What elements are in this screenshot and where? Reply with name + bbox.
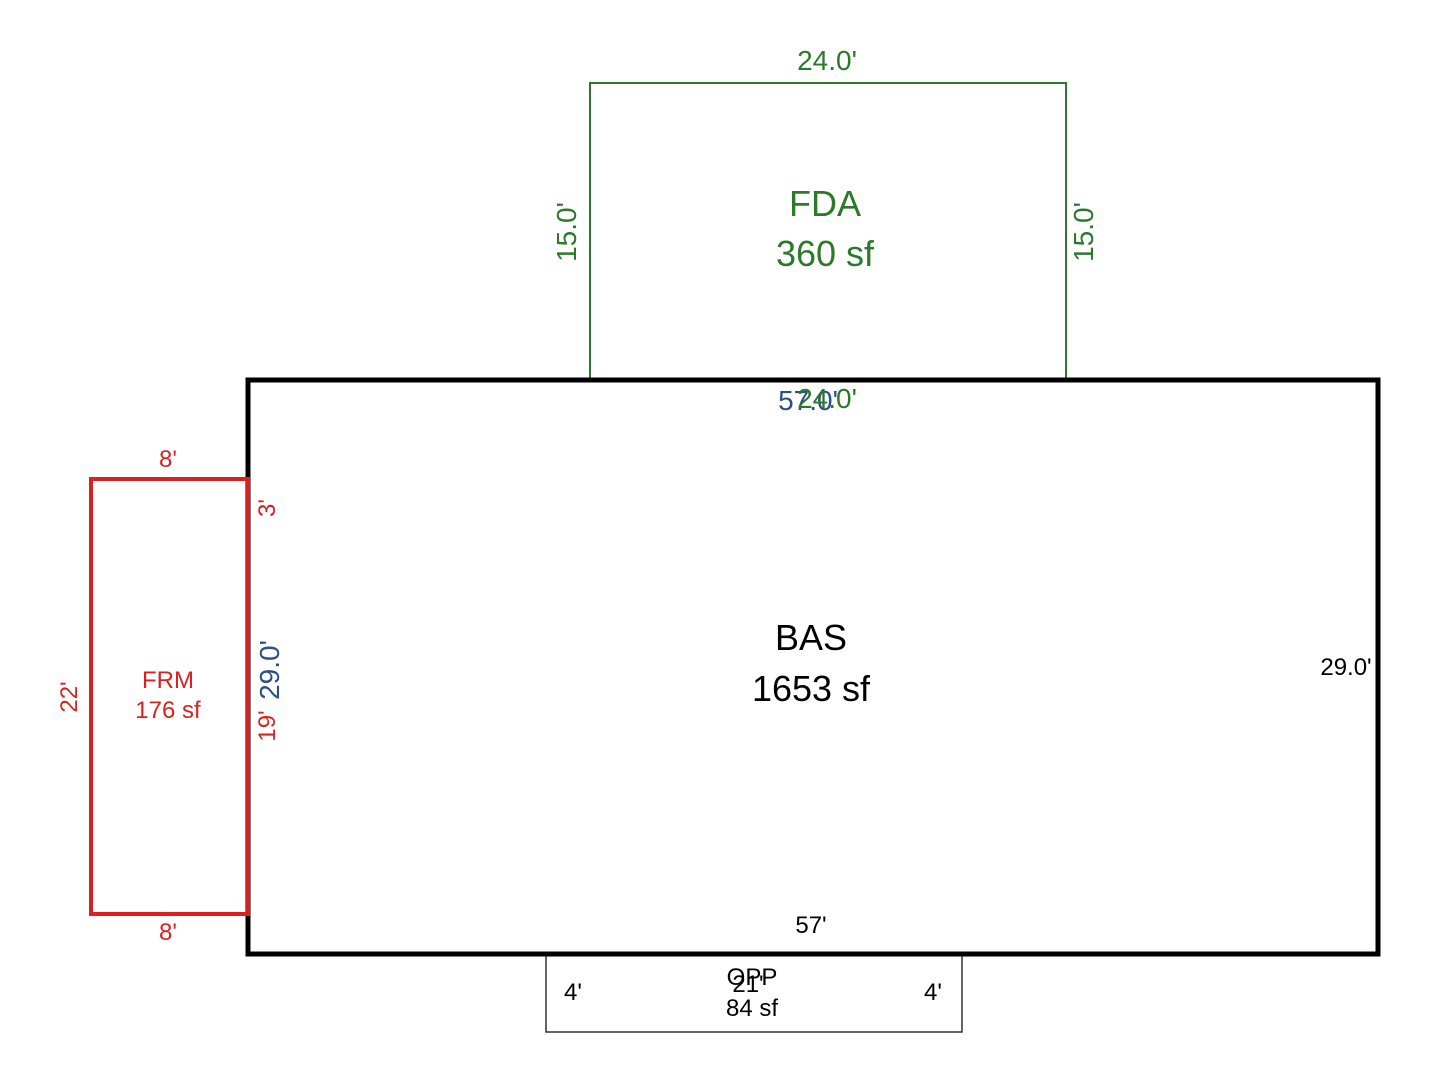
bas-area: 57.0' 57' 29.0' 29.0' BAS 1653 sf bbox=[245, 377, 1381, 957]
fda-top-dimension: 24.0' bbox=[797, 45, 857, 76]
opp-top-dimension: 21' bbox=[732, 971, 763, 998]
frm-left-dimension: 22' bbox=[56, 681, 83, 712]
frm-code-label: FRM bbox=[142, 667, 194, 694]
opp-left-dimension: 4' bbox=[564, 979, 582, 1006]
fda-area-label: 360 sf bbox=[776, 233, 875, 274]
frm-right-upper-dimension: 3' bbox=[254, 499, 281, 517]
fda-bottom-dimension: 24.0' bbox=[797, 383, 857, 414]
bas-bottom-dimension: 57' bbox=[795, 912, 826, 939]
frm-bottom-dimension: 8' bbox=[159, 919, 177, 946]
fda-code-label: FDA bbox=[789, 183, 861, 224]
bas-right-dimension: 29.0' bbox=[1320, 654, 1371, 681]
opp-right-dimension: 4' bbox=[924, 979, 942, 1006]
fda-outline bbox=[589, 82, 1067, 381]
frm-area-label: 176 sf bbox=[135, 697, 201, 724]
bas-left-dimension: 29.0' bbox=[254, 640, 285, 700]
frm-area: 8' 8' 22' 3' 19' FRM 176 sf bbox=[56, 446, 281, 946]
bas-top-dimension: 57.0' bbox=[778, 385, 838, 416]
fda-left-dimension: 15.0' bbox=[551, 202, 582, 262]
frm-top-dimension: 8' bbox=[159, 446, 177, 473]
opp-area-label: 84 sf bbox=[726, 995, 778, 1022]
fda-right-dimension: 15.0' bbox=[1068, 202, 1099, 262]
bas-area-label: 1653 sf bbox=[752, 668, 871, 709]
bas-code-label: BAS bbox=[775, 617, 847, 658]
frm-outline bbox=[89, 477, 250, 916]
frm-right-lower-dimension: 19' bbox=[254, 710, 281, 741]
bas-outline bbox=[245, 377, 1381, 957]
opp-code-label: OPP bbox=[727, 964, 778, 991]
opp-area: 4' 4' OPP 21' 84 sf bbox=[545, 953, 963, 1033]
fda-area: 24.0' 15.0' 15.0' FDA 360 sf bbox=[551, 45, 1099, 381]
